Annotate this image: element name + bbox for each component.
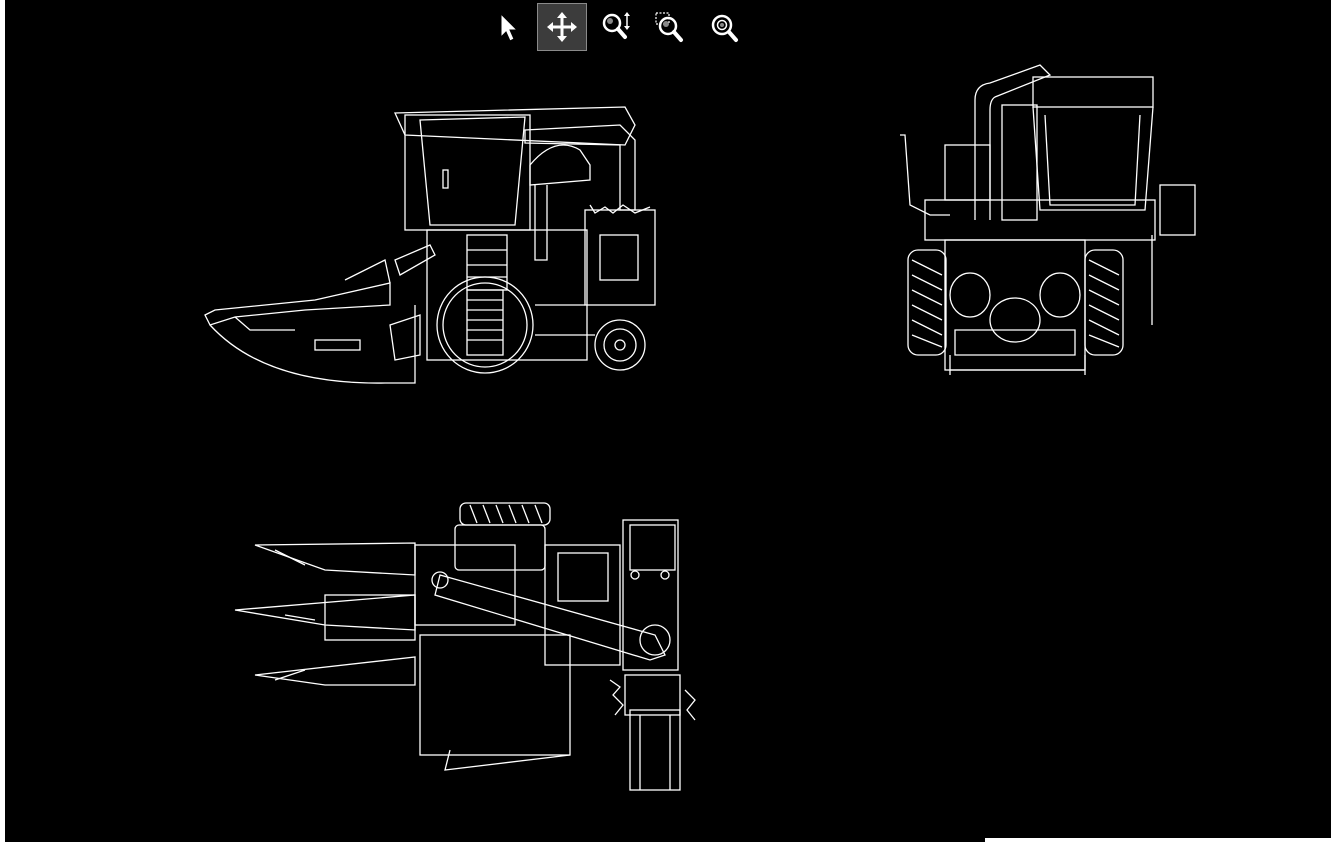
pan-move-icon: [547, 12, 577, 42]
view-toolbar: [483, 2, 749, 52]
status-bar-strip: [985, 838, 1331, 842]
cad-drawing-viewport[interactable]: [5, 0, 1331, 842]
top-plan-view: [225, 495, 705, 800]
pointer-arrow-icon: [500, 12, 519, 42]
front-elevation-view: [890, 55, 1210, 385]
zoom-realtime-button[interactable]: [591, 3, 641, 51]
zoom-realtime-icon: [602, 12, 630, 39]
zoom-extents-icon: [711, 14, 738, 42]
zoom-window-button[interactable]: [645, 3, 695, 51]
zoom-extents-button[interactable]: [699, 3, 749, 51]
pan-tool-button[interactable]: [537, 3, 587, 51]
select-tool-button[interactable]: [483, 3, 533, 51]
zoom-window-icon: [655, 12, 683, 42]
window-left-edge: [0, 0, 5, 842]
side-elevation-view: [195, 95, 665, 395]
